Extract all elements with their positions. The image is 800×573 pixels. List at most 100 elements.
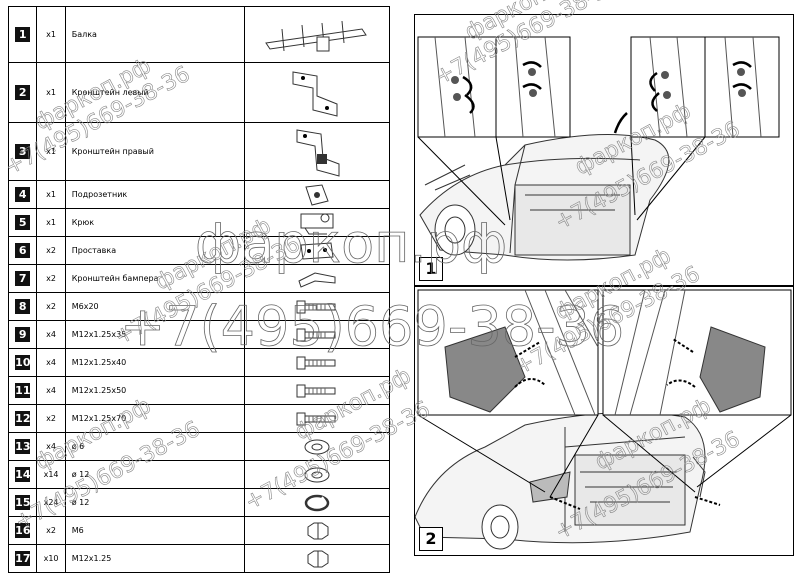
- part-quantity: x2: [36, 516, 66, 545]
- part-name: M12x1.25x70: [64, 404, 245, 433]
- left-bracket-icon: [245, 66, 389, 120]
- part-quantity: x4: [36, 320, 66, 349]
- part-name: Кронштейн правый: [64, 122, 245, 181]
- part-number: 16: [15, 523, 31, 538]
- part-image-cell: [243, 376, 391, 405]
- part-image-cell: [243, 264, 391, 293]
- part-number-cell: 12: [7, 404, 38, 433]
- part-number: 7: [15, 271, 31, 286]
- part-number-cell: 6: [7, 236, 38, 265]
- part-image-cell: [243, 460, 391, 489]
- part-quantity: x24: [36, 488, 66, 517]
- step-1-panel: 1: [414, 14, 794, 286]
- bolt-icon: [245, 354, 389, 372]
- part-number: 6: [15, 243, 31, 258]
- part-name: Балка: [64, 6, 245, 63]
- part-quantity: x1: [36, 62, 66, 123]
- part-name: Кронштейн левый: [64, 62, 245, 123]
- part-number-cell: 10: [7, 348, 38, 377]
- socket-plate-icon: [245, 183, 389, 207]
- part-number: 5: [15, 215, 31, 230]
- part-name: Кронштейн бампера: [64, 264, 245, 293]
- part-number: 3: [15, 144, 31, 159]
- part-name: Проставка: [64, 236, 245, 265]
- spring-washer-icon: [245, 493, 389, 513]
- part-number-cell: 1: [7, 6, 38, 63]
- part-image-cell: [243, 348, 391, 377]
- part-number: 17: [15, 551, 31, 566]
- installation-diagrams: 1: [414, 14, 794, 556]
- part-quantity: x2: [36, 292, 66, 321]
- part-name: ø 12: [64, 488, 245, 517]
- part-image-cell: [243, 292, 391, 321]
- part-quantity: x4: [36, 432, 66, 461]
- part-number: 8: [15, 299, 31, 314]
- step-2-panel: 2: [414, 286, 794, 556]
- part-number: 11: [15, 383, 31, 398]
- nut-icon: [245, 549, 389, 569]
- part-number: 10: [15, 355, 31, 370]
- part-name: Крюк: [64, 208, 245, 237]
- part-quantity: x4: [36, 376, 66, 405]
- part-number-cell: 17: [7, 544, 38, 573]
- part-number-cell: 16: [7, 516, 38, 545]
- part-number-cell: 15: [7, 488, 38, 517]
- car-rear-bumper-icon: [415, 289, 792, 550]
- part-image-cell: [243, 236, 391, 265]
- part-image-cell: [243, 544, 391, 573]
- nut-icon: [245, 521, 389, 541]
- part-number: 15: [15, 495, 31, 510]
- part-image-cell: [243, 488, 391, 517]
- part-number-cell: 4: [7, 180, 38, 209]
- part-number-cell: 11: [7, 376, 38, 405]
- part-number: 14: [15, 467, 31, 482]
- part-image-cell: [243, 404, 391, 433]
- part-quantity: x1: [36, 180, 66, 209]
- washer-icon: [245, 465, 389, 485]
- part-name: ø 6: [64, 432, 245, 461]
- part-number-cell: 7: [7, 264, 38, 293]
- tow-ball-icon: [245, 210, 389, 236]
- bumper-bracket-icon: [245, 267, 389, 291]
- part-number-cell: 2: [7, 62, 38, 123]
- part-name: M6: [64, 516, 245, 545]
- spacer-icon: [245, 239, 389, 263]
- part-quantity: x1: [36, 122, 66, 181]
- right-bracket-icon: [245, 124, 389, 180]
- bolt-icon: [245, 326, 389, 344]
- part-quantity: x10: [36, 544, 66, 573]
- bolt-icon: [245, 298, 389, 316]
- bolt-icon: [245, 410, 389, 428]
- part-name: M12x1.25x35: [64, 320, 245, 349]
- part-quantity: x2: [36, 404, 66, 433]
- part-image-cell: [243, 432, 391, 461]
- car-rear-trunk-icon: [417, 36, 780, 261]
- part-number-cell: 9: [7, 320, 38, 349]
- tow-beam-icon: [245, 15, 389, 55]
- part-image-cell: [243, 320, 391, 349]
- washer-icon: [245, 437, 389, 457]
- part-quantity: x2: [36, 236, 66, 265]
- part-quantity: x2: [36, 264, 66, 293]
- part-number: 2: [15, 85, 31, 100]
- part-name: ø 12: [64, 460, 245, 489]
- part-name: M12x1.25x40: [64, 348, 245, 377]
- part-number-cell: 8: [7, 292, 38, 321]
- part-quantity: x4: [36, 348, 66, 377]
